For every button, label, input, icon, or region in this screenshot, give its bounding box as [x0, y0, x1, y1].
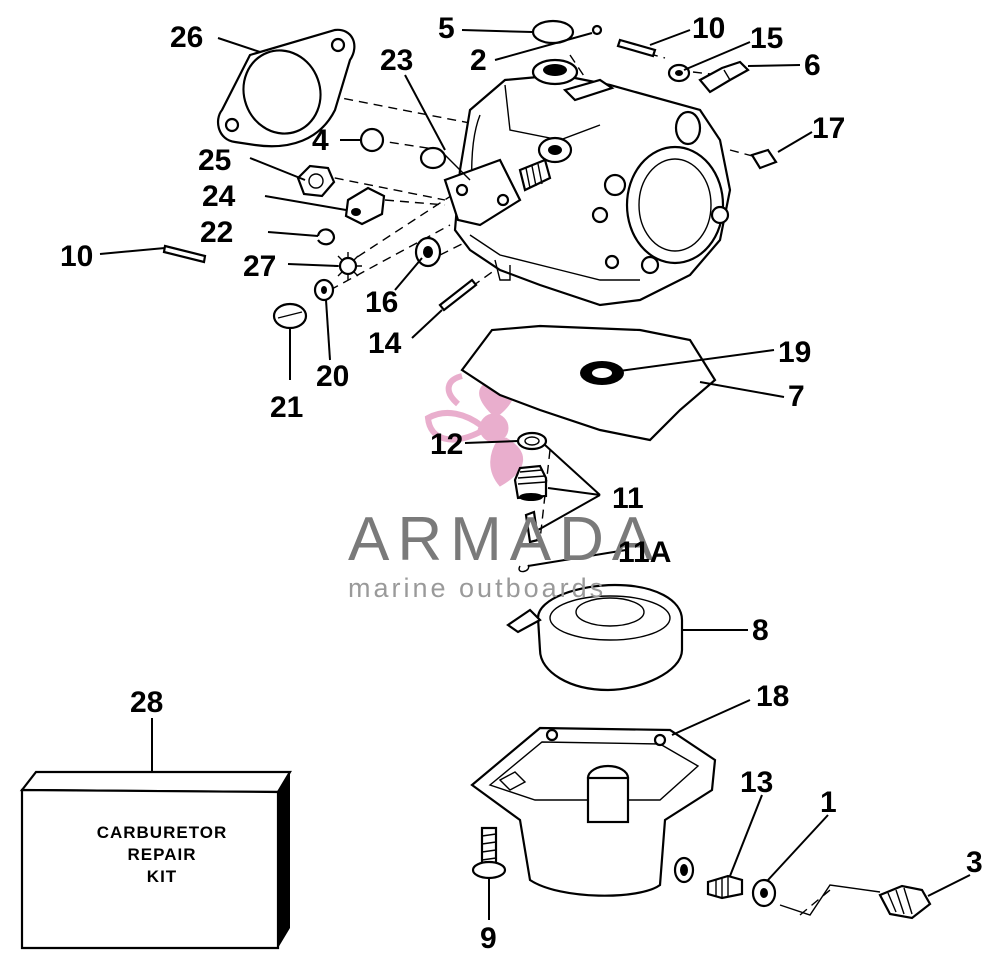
part-10-pin-top	[616, 38, 657, 58]
callout-15: 15	[750, 22, 783, 55]
callout-22: 22	[200, 216, 233, 249]
callout-12: 12	[430, 428, 463, 461]
callout-3: 3	[966, 846, 983, 879]
callout-4: 4	[312, 124, 329, 157]
callout-28: 28	[130, 686, 163, 719]
callout-10-top: 10	[692, 12, 725, 45]
part-11-inlet-needle-seat	[513, 464, 548, 544]
kit-label-line-3: KIT	[147, 867, 177, 886]
part-10-pin-left	[162, 244, 207, 264]
part-22-clip	[316, 228, 336, 246]
part-18-float-bowl	[470, 726, 717, 897]
callout-16: 16	[365, 286, 398, 319]
part-13-jet	[706, 874, 744, 900]
callout-6: 6	[804, 49, 821, 82]
callout-1: 1	[820, 786, 837, 819]
watermark-brand: ARMADA	[348, 505, 661, 574]
kit-label-line-1: CARBURETOR	[97, 823, 228, 842]
part-26-flange-gasket	[217, 28, 356, 148]
callout-24: 24	[202, 180, 236, 213]
part-24-bushing	[344, 186, 386, 226]
part-9-screw	[471, 826, 507, 880]
callout-19: 19	[778, 336, 811, 369]
part-1-gasket	[751, 878, 777, 908]
part-25-nut	[296, 164, 336, 198]
callout-25: 25	[198, 144, 231, 177]
callout-11A: 11A	[618, 536, 671, 569]
callout-27: 27	[243, 250, 276, 283]
part-14-pin	[438, 278, 478, 312]
part-20-washer	[313, 278, 335, 302]
leader-lines	[99, 29, 971, 920]
callout-8: 8	[752, 614, 769, 647]
callout-labels: 26 5 2 10 15 6 23 4 17 25 24 22 10 27 16…	[60, 12, 983, 955]
callout-20: 20	[316, 360, 349, 393]
part-15-washer	[667, 63, 691, 83]
part-28-repair-kit-box: CARBURETOR REPAIR KIT	[19, 770, 292, 950]
part-19-gasket-seal	[580, 361, 624, 385]
kit-label-line-2: REPAIR	[128, 845, 197, 864]
part-27-star-washer	[334, 252, 362, 280]
callout-14: 14	[368, 327, 402, 360]
part-3-drain-plug	[779, 884, 932, 920]
part-17-screw	[750, 148, 778, 170]
part-2-ball	[591, 24, 603, 36]
callout-10-left: 10	[60, 240, 93, 273]
part-8-float	[506, 583, 684, 692]
callout-26: 26	[170, 21, 203, 54]
watermark-tagline: marine outboards	[348, 573, 606, 603]
part-4-plug	[359, 127, 385, 153]
callout-9: 9	[480, 922, 497, 955]
carburetor-body	[419, 58, 732, 307]
callout-5: 5	[438, 12, 455, 45]
callout-13: 13	[740, 766, 773, 799]
callout-11: 11	[612, 482, 644, 515]
part-6-needle-screw	[698, 60, 750, 94]
armada-watermark: ARMADA marine outboards	[348, 505, 661, 603]
callout-21: 21	[270, 391, 303, 424]
part-21-screw	[272, 302, 308, 330]
callout-2: 2	[470, 44, 487, 77]
part-12-washer	[516, 431, 548, 451]
callout-17: 17	[812, 112, 845, 145]
callout-23: 23	[380, 44, 413, 77]
callout-7: 7	[788, 380, 805, 413]
callout-18: 18	[756, 680, 789, 713]
